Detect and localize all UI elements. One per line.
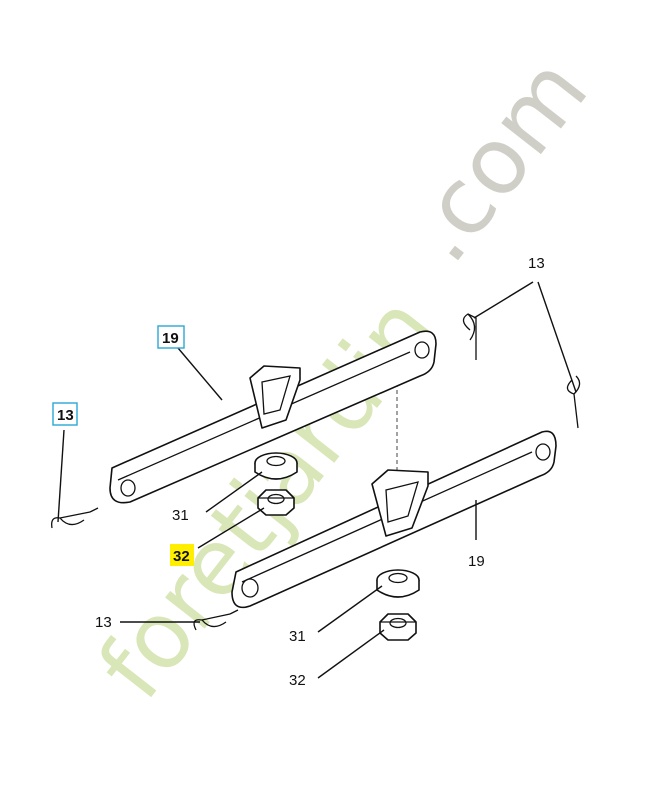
lower-nut [379,613,417,641]
callout-13-top-right: 13 [528,255,545,272]
callout-19-upper-text: 19 [162,330,179,347]
r-clip-right [566,375,581,429]
lower-washer [376,569,420,598]
callout-32-upper-text: 32 [173,548,190,565]
callout-32-upper-highlight: 32 [170,544,194,566]
lower-arm [231,430,557,609]
r-clip-top-right [462,313,477,360]
callout-32-lower: 32 [289,672,306,689]
callout-31-lower: 31 [289,628,306,645]
callout-19-upper-boxed: 19 [157,325,185,349]
r-clip-left [51,507,99,529]
leader-lines [57,281,577,679]
callout-31-upper: 31 [172,507,189,524]
callout-19-lower: 19 [468,553,485,570]
callout-13-lower-left: 13 [95,614,112,631]
r-clip-lower-left [193,609,239,631]
callout-13-left-boxed: 13 [52,402,78,426]
watermark-suffix: .com [385,38,608,282]
callout-13-left-text: 13 [57,407,74,424]
upper-washer [254,452,298,480]
upper-arm [109,330,437,504]
upper-nut [257,489,295,516]
